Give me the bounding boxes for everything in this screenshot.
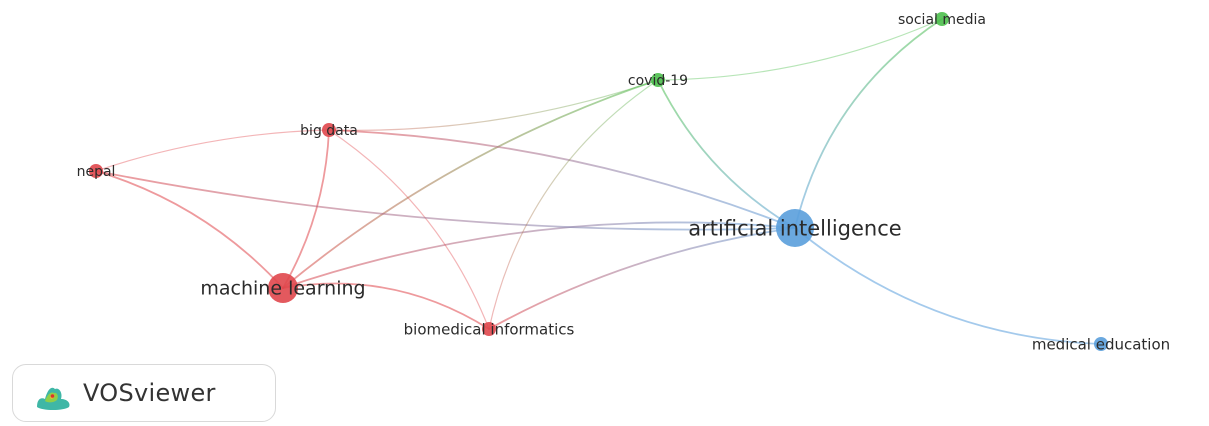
link-machine-learning-biomedical-informatics <box>282 282 490 330</box>
vosviewer-logo-icon <box>37 387 70 410</box>
link-social-media-artificial-intelligence <box>794 18 943 229</box>
link-biomedical-informatics-artificial-intelligence <box>488 227 796 330</box>
link-biomedical-informatics-covid-19 <box>488 79 659 330</box>
link-artificial-intelligence-medical-education <box>794 227 1102 345</box>
link-covid-19-social-media <box>657 18 943 81</box>
link-nepal-artificial-intelligence <box>95 170 796 231</box>
node-label-biomedical-informatics: biomedical informatics <box>404 320 575 338</box>
node-label-social-media: social media <box>898 12 986 28</box>
node-nepal[interactable] <box>89 164 103 178</box>
node-medical-education[interactable] <box>1094 337 1108 351</box>
link-machine-learning-nepal <box>95 170 284 289</box>
nodes-layer <box>89 12 1108 351</box>
link-covid-19-artificial-intelligence <box>657 79 796 229</box>
labels-layer: artificial intelligence machine learning b… <box>77 12 1171 353</box>
link-machine-learning-covid-19 <box>282 79 659 289</box>
link-big-data-covid-19 <box>328 79 659 131</box>
logo-text: VOSviewer <box>83 379 216 407</box>
node-label-big-data: big data <box>300 123 358 139</box>
node-covid-19[interactable] <box>651 73 665 87</box>
node-label-covid-19: covid-19 <box>628 73 688 89</box>
link-machine-learning-artificial-intelligence <box>282 221 796 289</box>
node-biomedical-informatics[interactable] <box>482 322 496 336</box>
link-big-data-nepal <box>95 129 330 172</box>
node-label-medical-education: medical education <box>1032 335 1170 353</box>
link-big-data-artificial-intelligence <box>328 129 796 229</box>
node-artificial-intelligence[interactable] <box>776 209 814 247</box>
links-layer <box>95 18 1102 345</box>
link-machine-learning-big-data <box>282 129 330 289</box>
node-big-data[interactable] <box>322 123 336 137</box>
node-machine-learning[interactable] <box>268 273 298 303</box>
vosviewer-logo: VOSviewer <box>12 364 276 422</box>
node-label-artificial-intelligence: artificial intelligence <box>688 216 901 240</box>
node-social-media[interactable] <box>935 12 949 26</box>
node-label-nepal: nepal <box>77 164 116 180</box>
node-label-machine-learning: machine learning <box>200 278 365 300</box>
